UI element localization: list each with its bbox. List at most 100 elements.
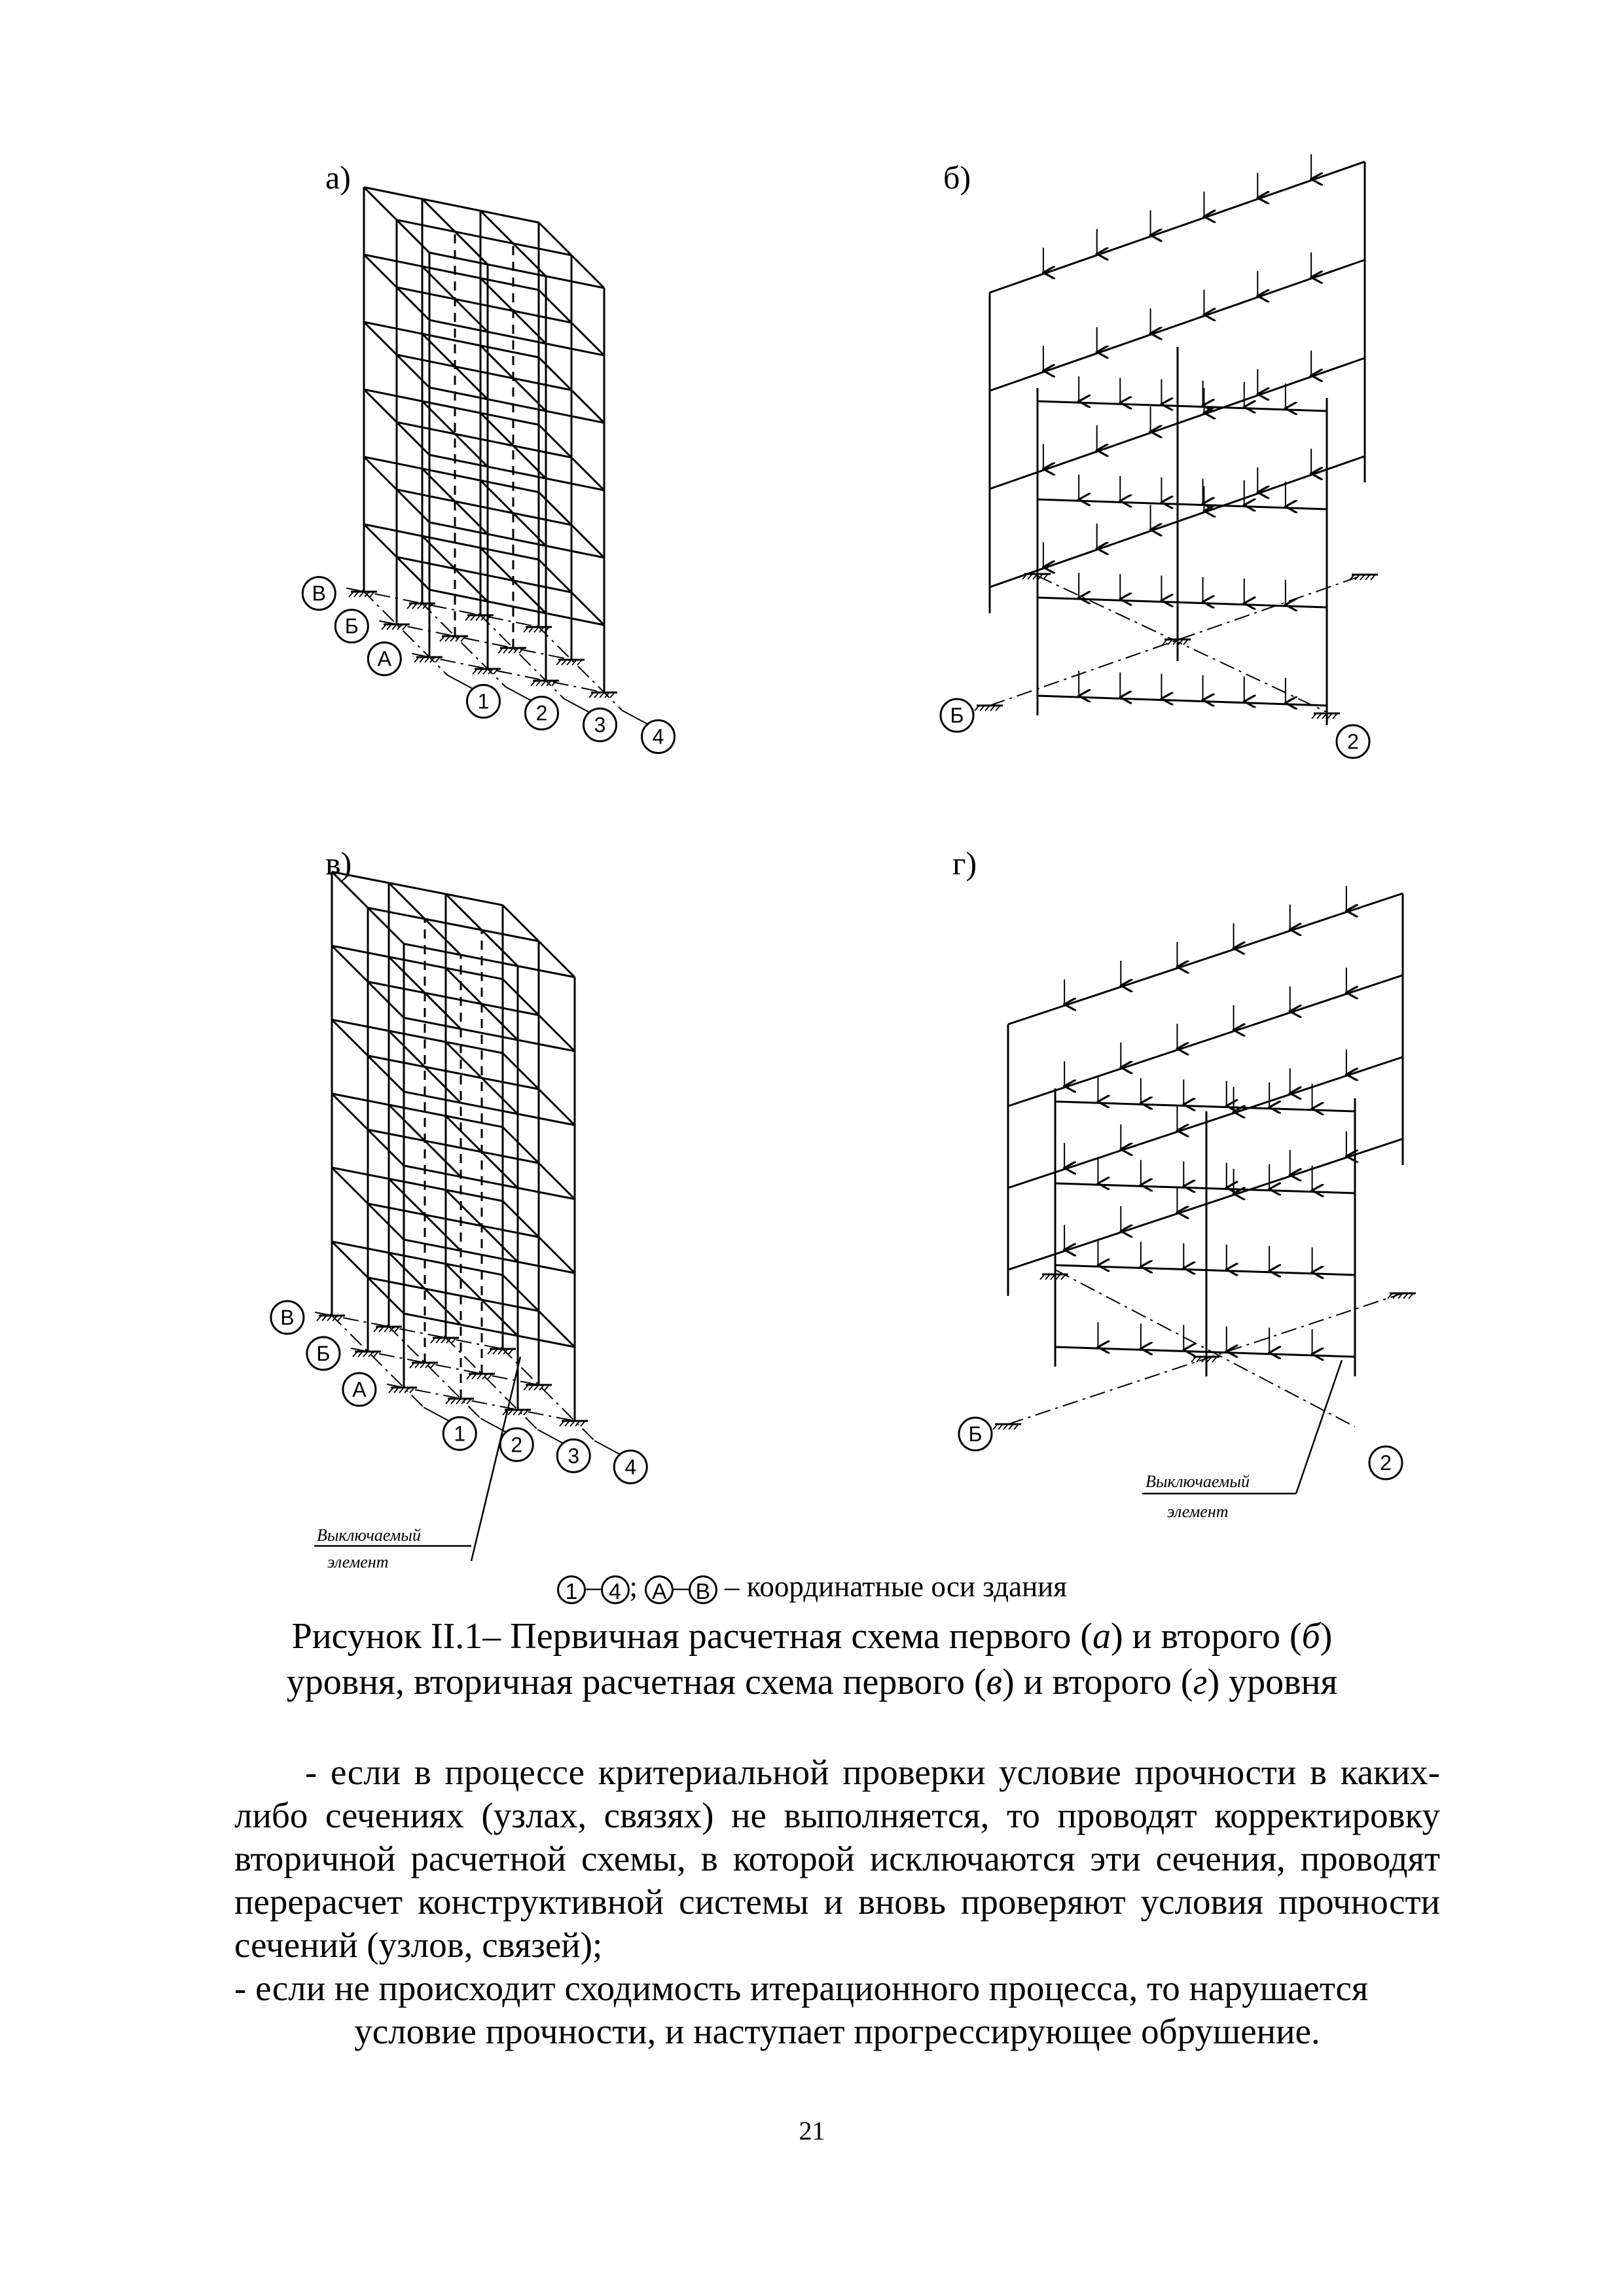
caption-1e: )	[1320, 1616, 1333, 1657]
beam-x	[445, 1041, 503, 1054]
note-v-line2: элемент	[327, 1552, 389, 1571]
beam-x	[460, 1249, 518, 1263]
beam-y	[570, 524, 605, 559]
legend-axis-num-from: 1	[557, 1575, 586, 1604]
beam-x	[331, 1018, 389, 1032]
beam-x	[460, 954, 518, 967]
caption-1a: Рисунок II.1– Первичная расчетная схема …	[291, 1616, 1092, 1657]
ground-axis-row	[386, 1383, 578, 1422]
support-hatch	[541, 680, 547, 687]
beam-x	[454, 298, 514, 312]
axis-row-3-circle	[342, 1372, 377, 1407]
support-hatch	[414, 656, 420, 663]
support-hatch	[1043, 573, 1049, 580]
beam-x	[454, 365, 514, 380]
beam-y	[537, 356, 573, 391]
frame1-beam	[1007, 974, 1403, 1107]
axis-col-2-circle	[499, 1427, 534, 1462]
beam-y	[421, 535, 456, 570]
support-hatch	[539, 1384, 545, 1391]
beam-x	[481, 929, 539, 942]
beam-x	[445, 1189, 503, 1202]
support-hatch	[435, 1337, 441, 1344]
axis-row-2-circle	[334, 609, 369, 644]
axis-B-circle	[958, 1416, 993, 1452]
support-hatch	[1050, 1274, 1056, 1280]
support-hatch	[409, 1362, 415, 1369]
beam-x	[429, 251, 488, 266]
support-hatch	[609, 692, 615, 698]
support-hatch	[1162, 639, 1168, 645]
beam-x	[454, 230, 514, 245]
axis-leader	[505, 686, 533, 702]
beam-y	[537, 1310, 576, 1348]
beam-x	[454, 500, 514, 514]
beam-y	[367, 1128, 405, 1167]
frame2-beam	[1037, 400, 1327, 412]
beam-y	[444, 1263, 483, 1301]
beam-x	[487, 600, 547, 615]
support-hatch	[1212, 1356, 1218, 1363]
beam-y	[537, 491, 573, 526]
beam-x	[367, 1276, 425, 1290]
axis-row-1-circle	[270, 1300, 305, 1335]
support-hatch	[337, 1315, 343, 1321]
support-hatch	[327, 1315, 333, 1321]
beam-x	[513, 579, 572, 594]
beam-x	[460, 1175, 518, 1189]
beam-y	[480, 1151, 519, 1189]
frame2-beam	[1055, 1182, 1356, 1194]
beam-y	[480, 1299, 519, 1337]
support-hatch	[381, 624, 387, 630]
beam-x	[424, 1066, 482, 1079]
beam-x	[396, 219, 456, 233]
support-hatch	[571, 659, 577, 666]
support-hatch	[451, 1337, 457, 1344]
legend-axis-let-from: А	[645, 1575, 674, 1604]
support-hatch	[1360, 574, 1365, 581]
axis-col-2-label: 2	[536, 702, 548, 725]
support-hatch	[1311, 713, 1317, 719]
support-hatch	[604, 692, 610, 698]
support-hatch	[523, 626, 529, 633]
support-hatch	[482, 1373, 488, 1380]
caption-1c: ) и второго (	[1110, 1616, 1302, 1657]
beam-y	[454, 230, 489, 266]
ground-axis-col	[500, 1346, 595, 1441]
beam-x	[331, 1240, 389, 1254]
beam-y	[454, 298, 489, 333]
beam-x	[331, 944, 389, 958]
beam-x	[422, 198, 481, 212]
support-hatch	[995, 705, 1001, 711]
support-hatch	[493, 668, 499, 675]
beam-x	[460, 1323, 518, 1337]
note-v-line1: Выключаемый	[317, 1526, 421, 1545]
beam-y	[363, 186, 398, 221]
frame2-beam	[1055, 1346, 1356, 1358]
frame1-beam	[1007, 892, 1403, 1026]
axis-col-2-circle	[524, 696, 559, 730]
support-hatch	[445, 1398, 451, 1405]
support-hatch	[321, 1315, 327, 1321]
support-hatch	[470, 615, 476, 621]
beam-y	[395, 488, 431, 524]
beam-x	[460, 1028, 518, 1041]
beam-x	[487, 533, 547, 547]
caption-2e: ) уровня	[1207, 1662, 1338, 1702]
beam-y	[388, 1103, 426, 1142]
beam-y	[424, 1287, 462, 1326]
beam-x	[480, 209, 539, 224]
beam-y	[501, 1052, 540, 1090]
beam-y	[479, 277, 514, 312]
axis-col-1-circle	[442, 1416, 477, 1451]
support-hatch	[1392, 1293, 1398, 1299]
support-hatch	[1172, 639, 1178, 645]
beam-y	[424, 1139, 462, 1178]
beam-x	[545, 477, 605, 492]
support-hatch	[1060, 1274, 1066, 1280]
ground-axis-col	[361, 589, 448, 676]
support-hatch	[406, 603, 412, 609]
support-hatch	[497, 1348, 503, 1355]
legend-text: – координатные оси здания	[725, 1570, 1067, 1603]
